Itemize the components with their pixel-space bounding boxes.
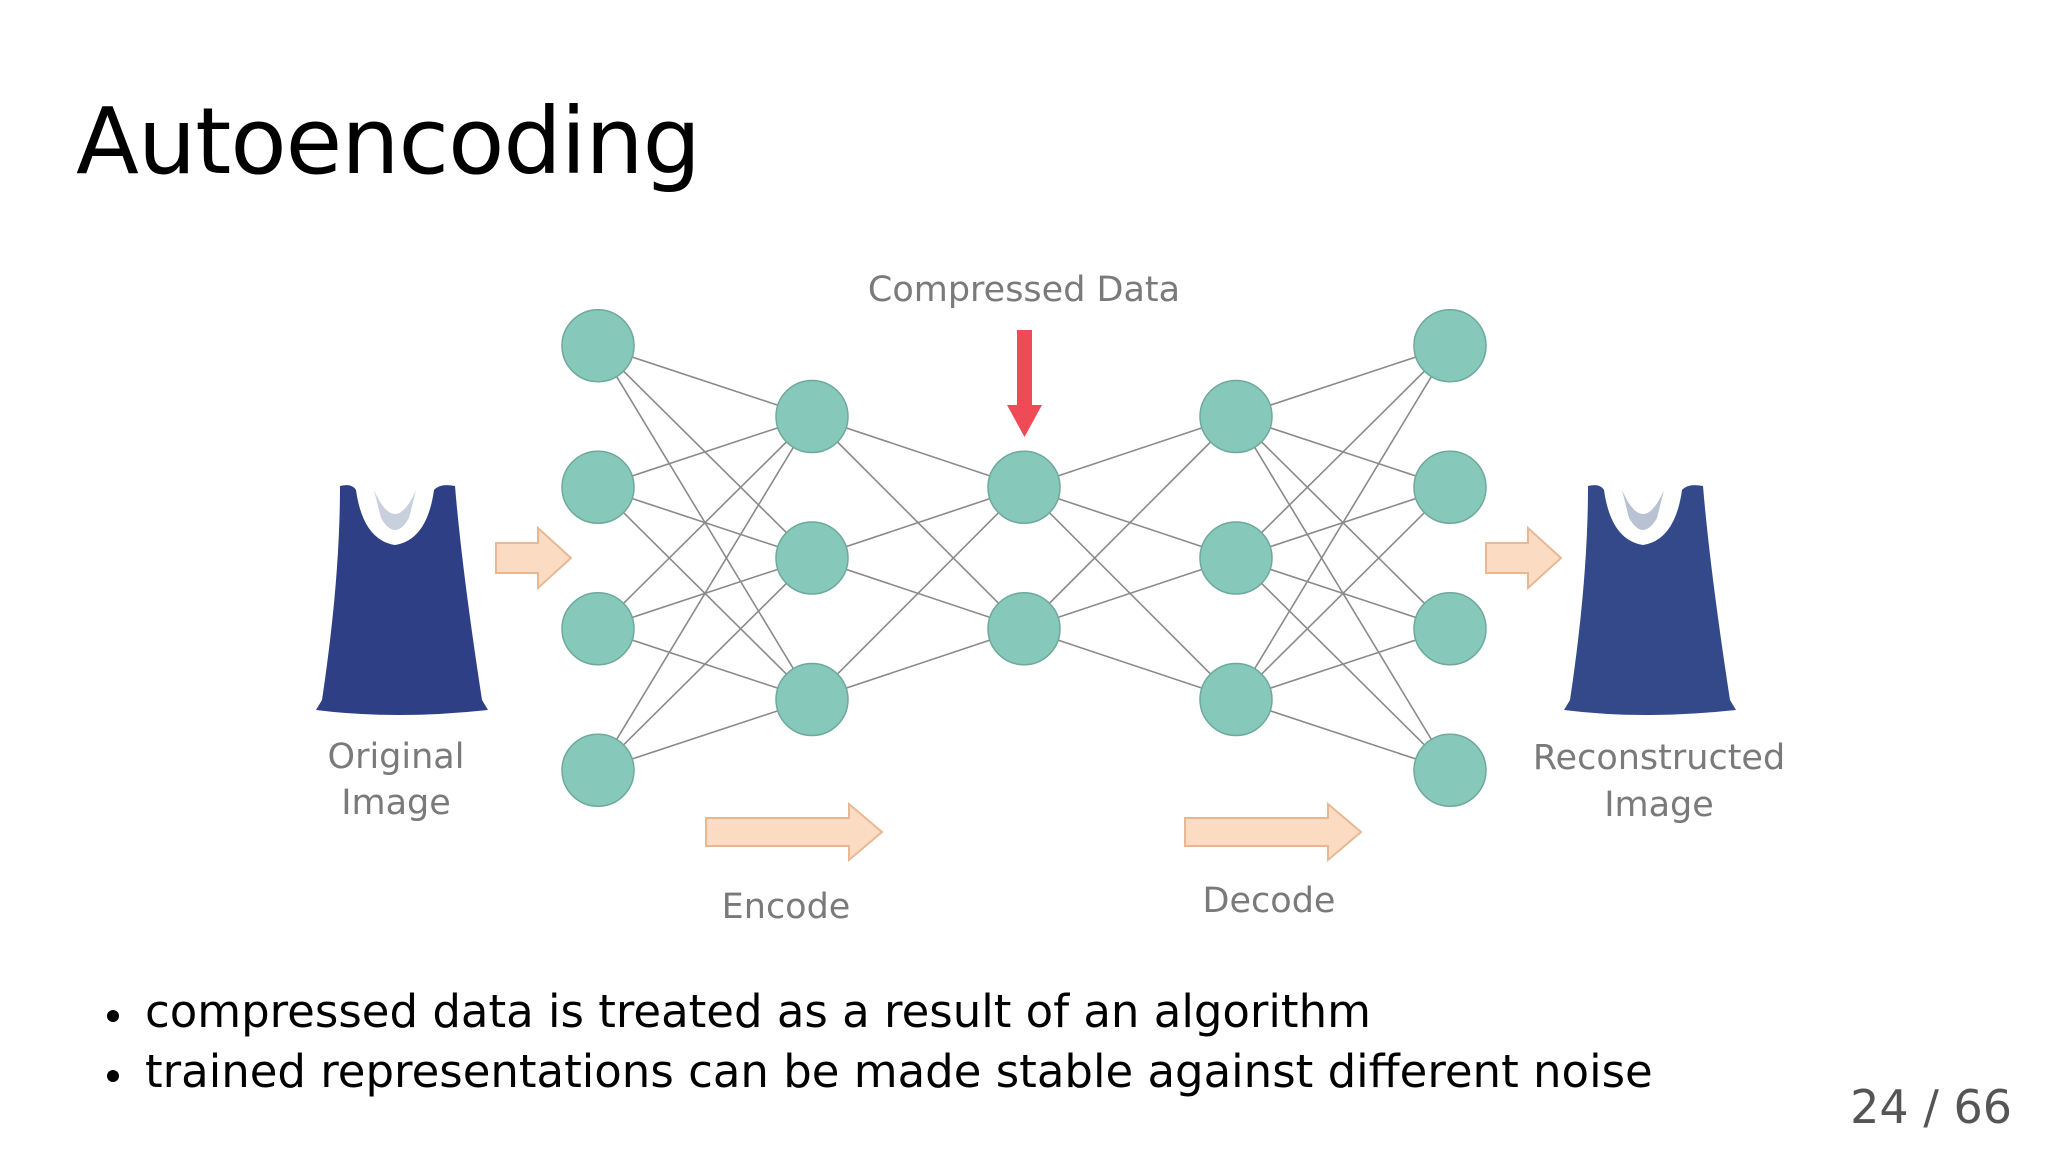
reconstructed-image-label-line1: Reconstructed (1533, 738, 1785, 778)
network-node (775, 379, 849, 454)
network-node (561, 450, 635, 524)
network-node (987, 450, 1061, 524)
decode-label: Decode (1203, 881, 1336, 921)
network-edge (1235, 486, 1451, 701)
slide-title: Autoencoding (76, 88, 701, 195)
network-edge (1023, 415, 1237, 489)
network-edge (1023, 627, 1237, 701)
network-node (1413, 309, 1487, 383)
page-number: 24 / 66 (1850, 1080, 2012, 1134)
bullet-item: trained representations can be made stab… (95, 1042, 1653, 1102)
compressed-data-label: Compressed Data (868, 270, 1180, 310)
bullet-list: compressed data is treated as a result o… (95, 982, 1653, 1102)
network-node (1413, 450, 1487, 524)
network-edge (1235, 344, 1451, 418)
network-node (1413, 592, 1487, 666)
network-edge (597, 416, 813, 771)
reconstructed-image-label-line2: Image (1604, 785, 1714, 825)
network-edge (597, 415, 813, 630)
compressed-data-pointer-icon (1007, 330, 1042, 437)
output-arrow-icon (1485, 525, 1563, 591)
network-edges (597, 344, 1451, 772)
network-edge (1023, 415, 1237, 630)
network-node (561, 592, 635, 666)
network-nodes (561, 309, 1487, 807)
network-edge (1235, 345, 1451, 700)
page-current: 24 (1850, 1080, 1909, 1134)
network-node (1199, 662, 1273, 737)
network-node (775, 662, 849, 737)
network-edge (811, 486, 1025, 701)
encode-arrow-icon (705, 801, 884, 863)
network-node (1199, 379, 1273, 454)
reconstructed-shirt-icon (1564, 485, 1736, 715)
decode-arrow-icon (1184, 801, 1363, 863)
network-edge (597, 557, 813, 771)
network-edge (597, 344, 813, 418)
encode-label: Encode (722, 887, 851, 927)
original-shirt-icon (316, 485, 488, 715)
network-edge (811, 486, 1025, 559)
network-node (1199, 521, 1273, 595)
bullet-item: compressed data is treated as a result o… (95, 982, 1653, 1042)
network-node (775, 521, 849, 595)
network-edge (597, 415, 813, 489)
original-image-label-line2: Image (341, 783, 451, 823)
network-edge (1235, 627, 1451, 701)
network-edge (1235, 698, 1451, 772)
page-separator: / (1923, 1080, 1939, 1134)
network-node (1413, 733, 1487, 807)
original-image-label-line1: Original (328, 737, 465, 777)
page-total: 66 (1953, 1080, 2012, 1134)
network-edge (597, 698, 813, 772)
network-node (561, 733, 635, 807)
network-edge (811, 415, 1025, 489)
network-node (561, 309, 635, 383)
network-edge (1235, 345, 1451, 559)
input-arrow-icon (495, 525, 573, 591)
network-node (987, 592, 1061, 666)
network-edge (1023, 557, 1237, 630)
network-edge (811, 627, 1025, 701)
